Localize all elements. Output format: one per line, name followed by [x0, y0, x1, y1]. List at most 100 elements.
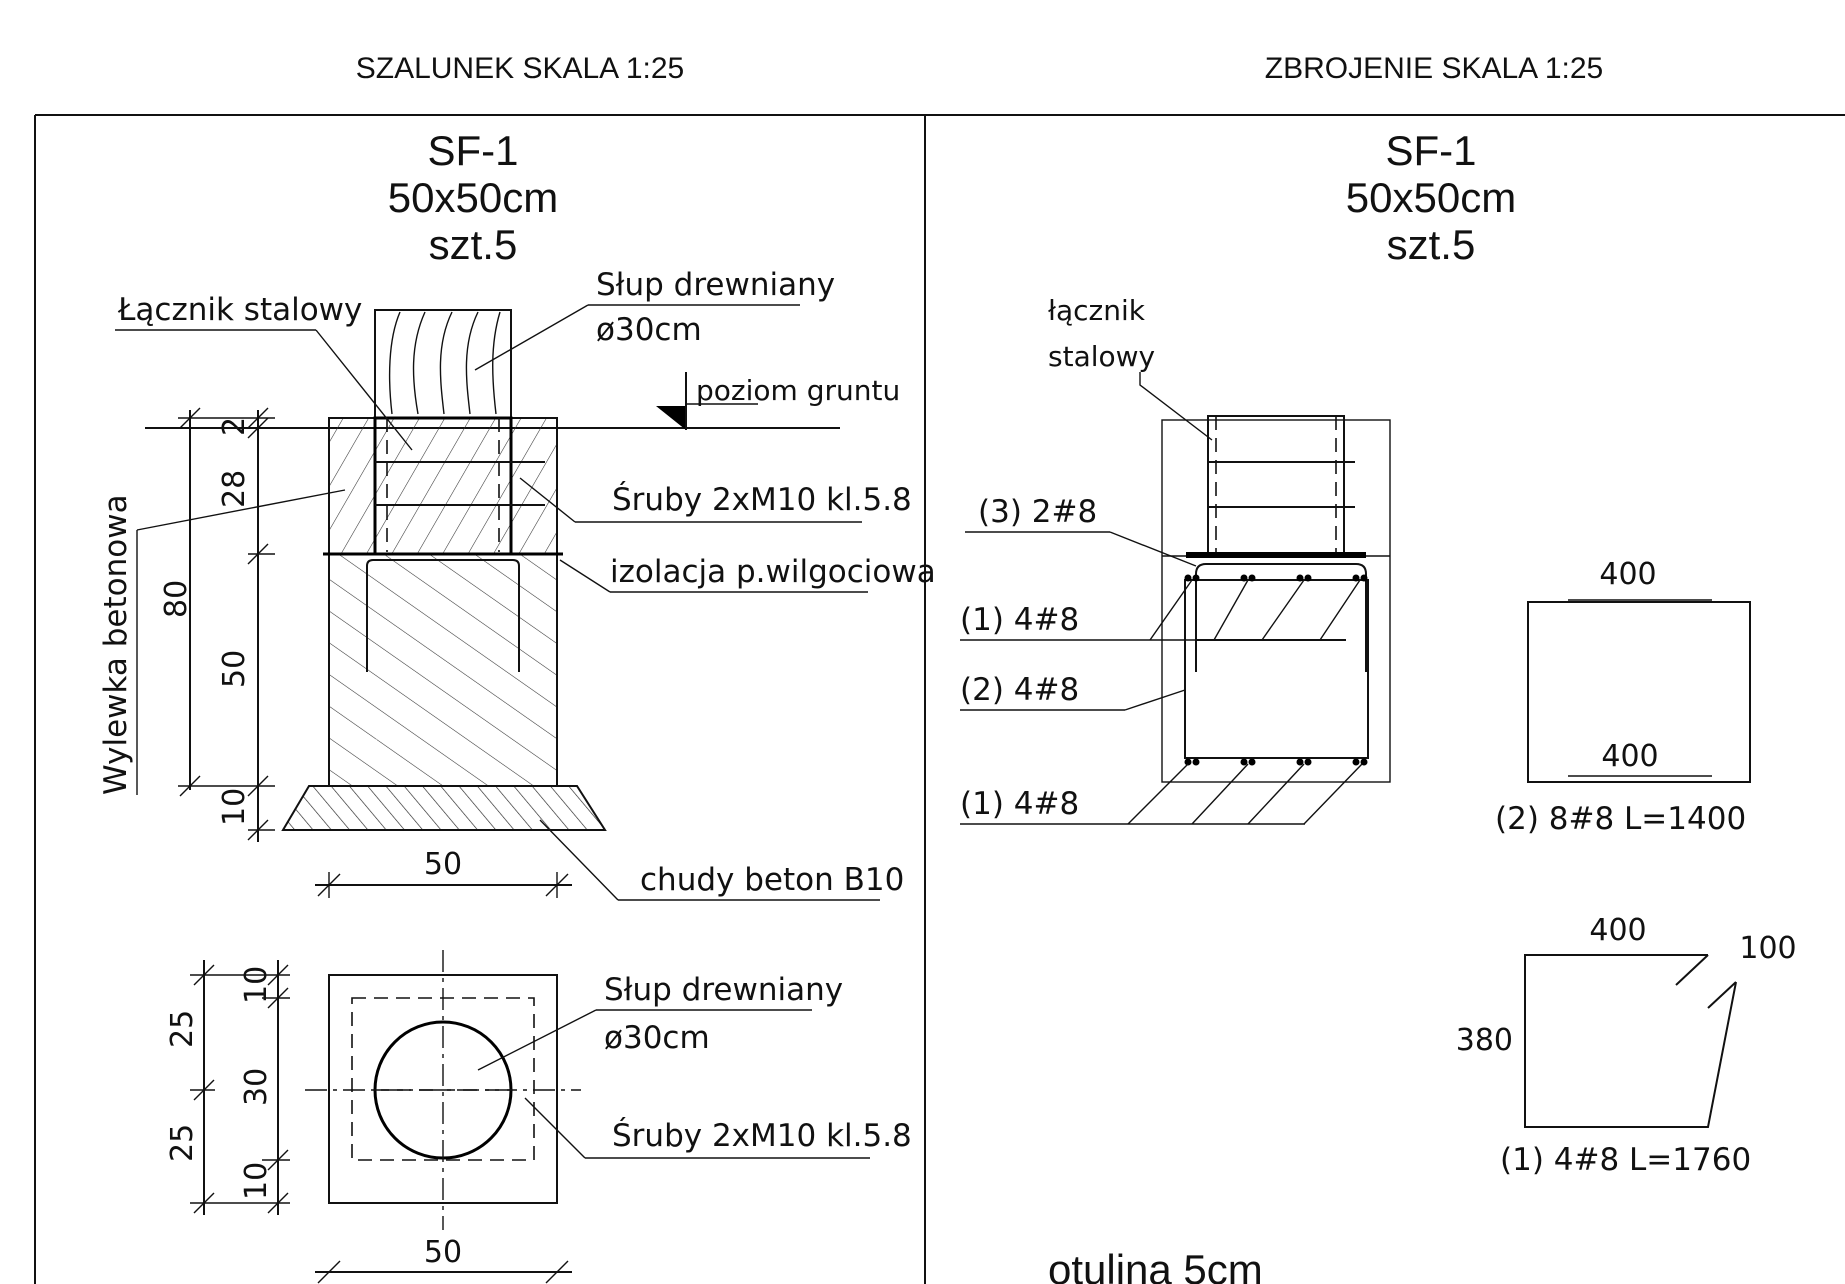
bar3-leader — [1109, 531, 1197, 567]
dim-slash-4 — [247, 417, 269, 439]
dim-slash-6 — [247, 775, 269, 797]
rebar-anchor-bar — [1195, 563, 1367, 672]
left-title: SF-1 50x50cm szt.5 — [388, 127, 558, 268]
shape1-side-length: 380 — [1456, 1023, 1513, 1058]
plan-dim-10-bottom: 10 — [239, 1162, 274, 1200]
dim-28: 28 — [217, 470, 252, 508]
plan-dim-slash-6 — [267, 1149, 289, 1171]
bar1-top-slash-2 — [1213, 579, 1249, 641]
plan-dim-slash-7 — [267, 1192, 289, 1214]
rebar-stirrup — [1184, 579, 1369, 759]
rebar-connector-label-1: łącznik — [1048, 294, 1146, 327]
rebar-dot — [1360, 758, 1368, 766]
rebar-dot — [1296, 758, 1304, 766]
rebar-dot — [1352, 758, 1360, 766]
left-title-qty: szt.5 — [429, 221, 518, 268]
concrete-label: Wylewka betonowa — [98, 494, 134, 795]
lean-concrete-fill — [283, 786, 605, 830]
rebar-dot — [1360, 574, 1368, 582]
bar-shape-1: 400 100 380 (1) 4#8 L=1760 — [1456, 913, 1797, 1178]
dim-width-slash-l — [317, 873, 341, 897]
header-formwork: SZALUNEK SKALA 1:25 — [356, 52, 685, 85]
plan-dim-slash-5 — [267, 987, 289, 1009]
lean-concrete-outline — [281, 785, 607, 831]
bar-shape-2: 400 400 (2) 8#8 L=1400 — [1495, 557, 1751, 837]
post-label: Słup drewniany — [596, 267, 835, 303]
right-title-mark: SF-1 — [1385, 127, 1476, 174]
wood-grain-3 — [439, 311, 453, 415]
dim-slash-5 — [247, 543, 269, 565]
plan-post-leader — [477, 1009, 597, 1071]
plan-dim-slash-4 — [267, 964, 289, 986]
bolts-leader — [519, 477, 576, 523]
rebar-dot — [1240, 574, 1248, 582]
shape1-hook-length: 100 — [1739, 931, 1796, 966]
rebar-base-plate — [1186, 552, 1366, 558]
rebar-dot — [1352, 574, 1360, 582]
dim-width-slash-r — [545, 873, 569, 897]
dim-slash-3 — [247, 407, 269, 429]
shape2-caption: (2) 8#8 L=1400 — [1495, 801, 1746, 837]
rebar-dot — [1192, 574, 1200, 582]
rebar-top-dots — [1184, 574, 1368, 582]
plan-dim-30: 30 — [239, 1068, 274, 1106]
post-dia-label: ø30cm — [596, 312, 702, 348]
concrete-leader — [136, 489, 346, 531]
rebar-connector-outline — [1207, 415, 1345, 557]
shape1-hook-1 — [1675, 954, 1709, 986]
rebar-dot — [1304, 758, 1312, 766]
bar1-bottom-slash-1 — [1127, 763, 1189, 825]
lean-label: chudy beton B10 — [640, 862, 904, 898]
plan-dim-slash-3 — [193, 1192, 215, 1214]
rebar-bottom-dots — [1184, 758, 1368, 766]
bar1-top-slash-4 — [1319, 579, 1361, 641]
plan-dim-slash-1 — [193, 964, 215, 986]
plan-dim-width: 50 — [424, 1235, 462, 1270]
header-reinforcement: ZBROJENIE SKALA 1:25 — [1265, 52, 1603, 85]
wood-grain-5 — [492, 311, 501, 415]
footing-fill — [329, 554, 557, 786]
plan-post-dia: ø30cm — [604, 1020, 710, 1056]
post-leader — [474, 304, 589, 371]
plan-bolts-label: Śruby 2xM10 kl.5.8 — [612, 1117, 912, 1154]
rebar-dot — [1248, 758, 1256, 766]
ground-marker-icon — [656, 406, 686, 430]
insulation-label: izolacja p.wilgociowa — [610, 554, 936, 590]
concrete-top-fill — [329, 418, 557, 554]
shape2-bottom-length: 400 — [1601, 739, 1658, 774]
rebar-dot — [1240, 758, 1248, 766]
rebar-connector-label-2: stalowy — [1048, 340, 1155, 373]
dim-width: 50 — [424, 847, 462, 882]
rebar-dot — [1304, 574, 1312, 582]
plan-dim-width-slash-l — [317, 1260, 341, 1284]
dim-slash-1 — [179, 407, 201, 429]
rebar-dot — [1184, 758, 1192, 766]
bar1-top-slash-1 — [1149, 579, 1193, 641]
bar2-leader — [1124, 689, 1186, 711]
shape1-hook-2 — [1707, 981, 1737, 1009]
reinforcement-section: łącznik stalowy (3) 2#8 (1) 4#8 (2) 4#8 … — [960, 294, 1391, 825]
connector-label: Łącznik stalowy — [117, 292, 362, 328]
dim-50: 50 — [217, 650, 252, 688]
dim-slash-7 — [247, 819, 269, 841]
plan-post-label: Słup drewniany — [604, 972, 843, 1008]
dim-2: 2 — [217, 417, 252, 436]
bar1-bottom-slash-2 — [1191, 763, 1249, 825]
plan-dim-width-slash-r — [545, 1260, 569, 1284]
bolts-label: Śruby 2xM10 kl.5.8 — [612, 481, 912, 518]
ground-label: poziom gruntu — [696, 374, 900, 407]
left-title-mark: SF-1 — [427, 127, 518, 174]
shape1-top-length: 400 — [1589, 913, 1646, 948]
lean-leader — [539, 819, 619, 901]
rebar-dot — [1296, 574, 1304, 582]
shape2-outline — [1527, 601, 1751, 783]
insulation-leader — [559, 559, 611, 593]
left-title-size: 50x50cm — [388, 174, 558, 221]
plan-dim-slash-2 — [193, 1079, 215, 1101]
right-title: SF-1 50x50cm szt.5 — [1346, 127, 1516, 268]
dim-slash-2 — [179, 775, 201, 797]
cover-note: otulina 5cm — [1048, 1246, 1263, 1284]
plan-dim-10-top: 10 — [239, 966, 274, 1004]
formwork-elevation: poziom gruntu Łącznik stalowy — [98, 267, 936, 901]
